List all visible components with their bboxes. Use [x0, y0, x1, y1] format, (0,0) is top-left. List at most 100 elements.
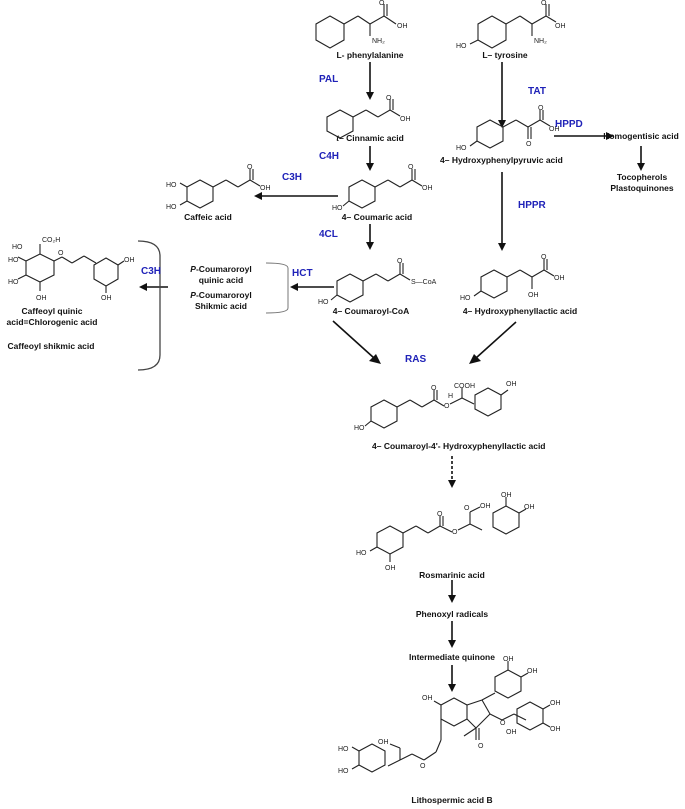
- svg-text:O: O: [464, 505, 470, 512]
- enzyme-pal: PAL: [319, 74, 339, 85]
- svg-text:HO: HO: [318, 299, 329, 306]
- svg-text:HO: HO: [166, 204, 177, 211]
- label-hydroxyphenylpyruvic: 4– Hydroxyphenylpyruvic acid: [440, 155, 563, 165]
- svg-text:O: O: [526, 141, 532, 148]
- label-homogentisic: Homogentisic acid: [603, 131, 679, 141]
- svg-text:O: O: [444, 403, 450, 410]
- hydroxyphenylpyruvic-structure: HO O O OH: [456, 105, 560, 152]
- svg-text:HO: HO: [12, 244, 23, 251]
- arrow-ras-left: [332, 320, 375, 359]
- arrow-head-hppr: [498, 243, 506, 251]
- label-hydroxyphenyllactic: 4– Hydroxyphenyllactic acid: [462, 306, 578, 316]
- label-caffeic-acid: Caffeic acid: [184, 212, 232, 222]
- svg-text:HO: HO: [332, 205, 343, 212]
- svg-text:O: O: [58, 250, 64, 257]
- svg-text:OH: OH: [480, 503, 491, 510]
- svg-text:OH: OH: [385, 565, 396, 572]
- svg-text:OH: OH: [550, 700, 561, 707]
- big-bracket: [137, 240, 161, 371]
- svg-text:O: O: [452, 529, 458, 536]
- arrow-head-4cl: [366, 242, 374, 250]
- svg-text:HO: HO: [338, 768, 349, 775]
- arrow-head-tat: [498, 120, 506, 128]
- svg-text:OH: OH: [422, 695, 433, 702]
- svg-text:O: O: [386, 95, 392, 102]
- chlorogenic-acid-structure: CO₂H HO HO HO OH O OH OH: [8, 237, 135, 302]
- svg-text:HO: HO: [356, 550, 367, 557]
- arrow-head-quinone: [448, 640, 456, 648]
- svg-text:OH: OH: [101, 295, 112, 302]
- svg-text:HO: HO: [338, 746, 349, 753]
- svg-text:O: O: [247, 164, 253, 171]
- svg-text:NH₂: NH₂: [372, 38, 385, 45]
- arrow-head-hct: [290, 283, 298, 291]
- svg-text:OH: OH: [550, 726, 561, 733]
- svg-text:HO: HO: [460, 295, 471, 302]
- svg-text:OH: OH: [501, 492, 512, 499]
- svg-text:O: O: [420, 763, 426, 770]
- svg-text:OH: OH: [36, 295, 47, 302]
- svg-text:O: O: [437, 511, 443, 518]
- svg-text:OH: OH: [549, 126, 560, 133]
- svg-text:O: O: [408, 164, 414, 171]
- enzyme-ras: RAS: [405, 354, 427, 365]
- enzyme-c4h: C4H: [319, 151, 340, 162]
- enzyme-hppd: HPPD: [555, 119, 583, 130]
- svg-text:S—CoA: S—CoA: [411, 279, 437, 286]
- svg-text:O: O: [541, 0, 547, 7]
- svg-text:OH: OH: [124, 257, 135, 264]
- svg-text:OH: OH: [422, 185, 433, 192]
- label-rosmarinic-acid: Rosmarinic acid: [419, 570, 485, 580]
- svg-text:OH: OH: [397, 23, 408, 30]
- arrow-head-ras-left: [369, 354, 381, 364]
- rosmarinic-acid-structure: HO OH O O O OH OH OH: [356, 492, 535, 572]
- tyrosine-structure: HO O OH NH₂: [456, 0, 566, 50]
- enzyme-hppr: HPPR: [518, 200, 546, 211]
- svg-text:HO: HO: [354, 425, 365, 432]
- arrow-head-dotted: [448, 480, 456, 488]
- arrow-head-ras-right: [469, 354, 481, 364]
- arrow-head-c3h-left: [139, 283, 147, 291]
- label-phenylalanine: L- phenylalanine: [336, 50, 404, 60]
- svg-text:CO₂H: CO₂H: [42, 237, 60, 244]
- svg-text:HO: HO: [8, 257, 19, 264]
- enzyme-hct: HCT: [292, 268, 313, 279]
- coumaric-acid-structure: HO O OH: [332, 164, 433, 212]
- svg-text:O: O: [478, 743, 484, 750]
- arrow-head-lithospermic: [448, 684, 456, 692]
- label-tyrosine: L– tyrosine: [482, 50, 528, 60]
- cinnamic-acid-structure: O OH: [326, 95, 411, 139]
- svg-text:O: O: [500, 720, 506, 727]
- svg-text:COOH: COOH: [454, 383, 475, 390]
- svg-text:H: H: [448, 393, 453, 400]
- svg-text:OH: OH: [260, 185, 271, 192]
- label-caffeoyl-shikmic: Caffeoyl shikmic acid: [7, 341, 95, 351]
- small-bracket: [265, 262, 289, 314]
- label-cinnamic-acid: t– Cinnamic acid: [336, 133, 404, 143]
- svg-text:OH: OH: [506, 381, 517, 388]
- svg-text:OH: OH: [554, 275, 565, 282]
- svg-text:OH: OH: [524, 504, 535, 511]
- svg-text:OH: OH: [400, 116, 411, 123]
- label-lithospermic-acid: Lithospermic acid B: [411, 795, 493, 805]
- svg-text:HO: HO: [456, 43, 467, 50]
- arrow-head-hppd: [606, 132, 614, 140]
- enzyme-c3h-top: C3H: [282, 172, 303, 183]
- svg-text:HO: HO: [8, 279, 19, 286]
- label-intermediate-quinone: Intermediate quinone: [409, 652, 495, 662]
- label-coumaroyl-coa: 4– Coumaroyl-CoA: [332, 306, 410, 316]
- arrow-head-c3h-top: [254, 192, 262, 200]
- arrow-head-pal: [366, 92, 374, 100]
- caffeic-acid-structure: HO HO O OH: [166, 164, 271, 211]
- arrow-head-tocopherols: [637, 163, 645, 171]
- enzyme-tat: TAT: [528, 86, 546, 97]
- lithospermic-acid-structure: OH OH OH O O OH OH OH O OH HO HO: [338, 656, 561, 775]
- svg-text:OH: OH: [378, 739, 389, 746]
- svg-text:OH: OH: [528, 292, 539, 299]
